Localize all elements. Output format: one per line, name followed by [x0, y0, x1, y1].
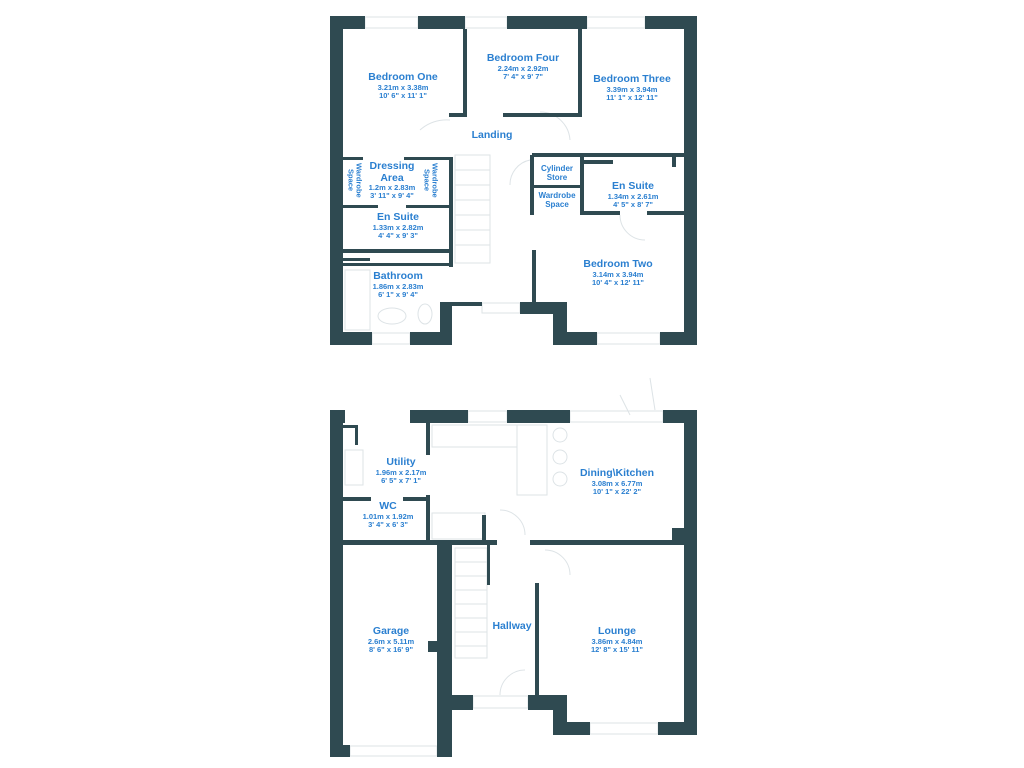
room-bathroom: Bathroom 1.86m x 2.83m 6' 1" x 9' 4" — [372, 270, 424, 299]
room-landing: Landing — [471, 129, 513, 142]
kitchen-counter — [431, 424, 518, 448]
room-bedroom-four: Bedroom Four 2.24m x 2.92m 7' 4" x 9' 7" — [486, 52, 560, 81]
room-name: Dining\Kitchen — [579, 467, 655, 479]
first-floor-walls — [330, 16, 697, 345]
room-dressing-area: Dressing Area 1.2m x 2.83m 3' 11" x 9' 4… — [368, 160, 416, 201]
room-name: Store — [546, 172, 568, 182]
room-size-metric: 3.39m x 3.94m — [606, 84, 658, 94]
label-line: Space — [422, 169, 432, 192]
room-size-imperial: 10' 1" x 22' 2" — [592, 486, 642, 496]
room-size-imperial: 11' 1" x 12' 11" — [606, 92, 658, 102]
room-size-metric: 3.86m x 4.84m — [591, 636, 643, 646]
room-name: Space — [545, 199, 569, 209]
room-en-suite-two: En Suite 1.34m x 2.61m 4' 5" x 8' 7" — [607, 180, 659, 209]
room-name: Bedroom One — [368, 71, 438, 83]
ground-floor-walls — [330, 410, 697, 757]
room-size-metric: 3.08m x 6.77m — [591, 478, 643, 488]
room-name: Bedroom Two — [583, 258, 653, 270]
first-floor-fixtures — [344, 111, 646, 331]
room-size-metric: 3.14m x 3.94m — [592, 269, 644, 279]
room-size-metric: 3.21m x 3.38m — [377, 82, 429, 92]
room-name: Landing — [471, 129, 513, 141]
room-size-metric: 1.96m x 2.17m — [375, 467, 427, 477]
stairs-lower — [454, 547, 488, 659]
room-size-metric: 2.24m x 2.92m — [497, 63, 549, 73]
utility-sink — [344, 449, 364, 486]
ground-floor-fixtures — [344, 377, 656, 696]
label-line: Space — [346, 169, 356, 192]
room-name: Bathroom — [373, 270, 423, 282]
room-name: Hallway — [492, 620, 532, 632]
room-size-metric: 2.6m x 5.11m — [367, 636, 415, 646]
room-size-metric: 1.01m x 1.92m — [362, 511, 414, 521]
room-name: Wardrobe — [538, 191, 576, 200]
room-size-metric: 1.2m x 2.83m — [368, 183, 416, 193]
room-size-imperial: 12' 8" x 15' 11" — [591, 644, 643, 654]
toilet — [417, 303, 433, 325]
room-name: Area — [380, 171, 404, 184]
room-garage: Garage 2.6m x 5.11m 8' 6" x 16' 9" — [367, 625, 415, 654]
room-name: En Suite — [611, 180, 654, 192]
room-bedroom-two: Bedroom Two 3.14m x 3.94m 10' 4" x 12' 1… — [583, 258, 653, 287]
room-size-imperial: 10' 4" x 12' 11" — [592, 277, 644, 287]
room-name: Cylinder — [540, 164, 574, 173]
room-hallway: Hallway — [492, 620, 532, 633]
basin — [377, 307, 407, 325]
room-dining-kitchen: Dining\Kitchen 3.08m x 6.77m 10' 1" x 22… — [579, 467, 655, 496]
room-wardrobe-space: Wardrobe Space — [538, 191, 576, 210]
bath — [344, 269, 371, 331]
label-line: Wardrobe — [430, 163, 440, 198]
room-size-metric: 1.34m x 2.61m — [607, 191, 659, 201]
room-name: Dressing — [369, 160, 415, 172]
room-en-suite-one: En Suite 1.33m x 2.82m 4' 4" x 9' 3" — [372, 211, 424, 240]
room-size-imperial: 7' 4" x 9' 7" — [503, 71, 543, 81]
room-name: En Suite — [376, 211, 419, 223]
room-name: Bedroom Four — [486, 52, 560, 64]
room-size-metric: 1.33m x 2.82m — [372, 222, 424, 232]
room-size-imperial: 6' 1" x 9' 4" — [378, 289, 418, 299]
room-name: Lounge — [598, 625, 636, 637]
room-name: Bedroom Three — [593, 73, 671, 85]
room-size-imperial: 3' 11" x 9' 4" — [370, 191, 414, 201]
room-size-imperial: 3' 4" x 6' 3" — [368, 519, 408, 529]
kitchen-units — [431, 512, 486, 540]
room-name: Utility — [386, 456, 416, 468]
stairs-upper — [454, 154, 491, 264]
room-name: WC — [379, 500, 397, 512]
room-utility: Utility 1.96m x 2.17m 6' 5" x 7' 1" — [375, 456, 427, 485]
label-line: Wardrobe — [354, 163, 364, 198]
room-size-imperial: 6' 5" x 7' 1" — [381, 475, 421, 485]
room-size-imperial: 8' 6" x 16' 9" — [368, 644, 414, 654]
room-size-imperial: 10' 6" x 11' 1" — [379, 90, 427, 100]
room-lounge: Lounge 3.86m x 4.84m 12' 8" x 15' 11" — [591, 625, 643, 654]
room-name: Garage — [372, 625, 410, 637]
room-size-metric: 1.86m x 2.83m — [372, 281, 424, 291]
room-bedroom-three: Bedroom Three 3.39m x 3.94m 11' 1" x 12'… — [593, 73, 671, 102]
room-size-imperial: 4' 5" x 8' 7" — [613, 199, 653, 209]
room-size-imperial: 4' 4" x 9' 3" — [378, 230, 418, 240]
room-bedroom-one: Bedroom One 3.21m x 3.38m 10' 6" x 11' 1… — [368, 71, 438, 100]
kitchen-hob-unit — [516, 424, 548, 496]
room-cylinder-store: Cylinder Store — [540, 164, 574, 183]
room-wc: WC 1.01m x 1.92m 3' 4" x 6' 3" — [362, 500, 414, 529]
